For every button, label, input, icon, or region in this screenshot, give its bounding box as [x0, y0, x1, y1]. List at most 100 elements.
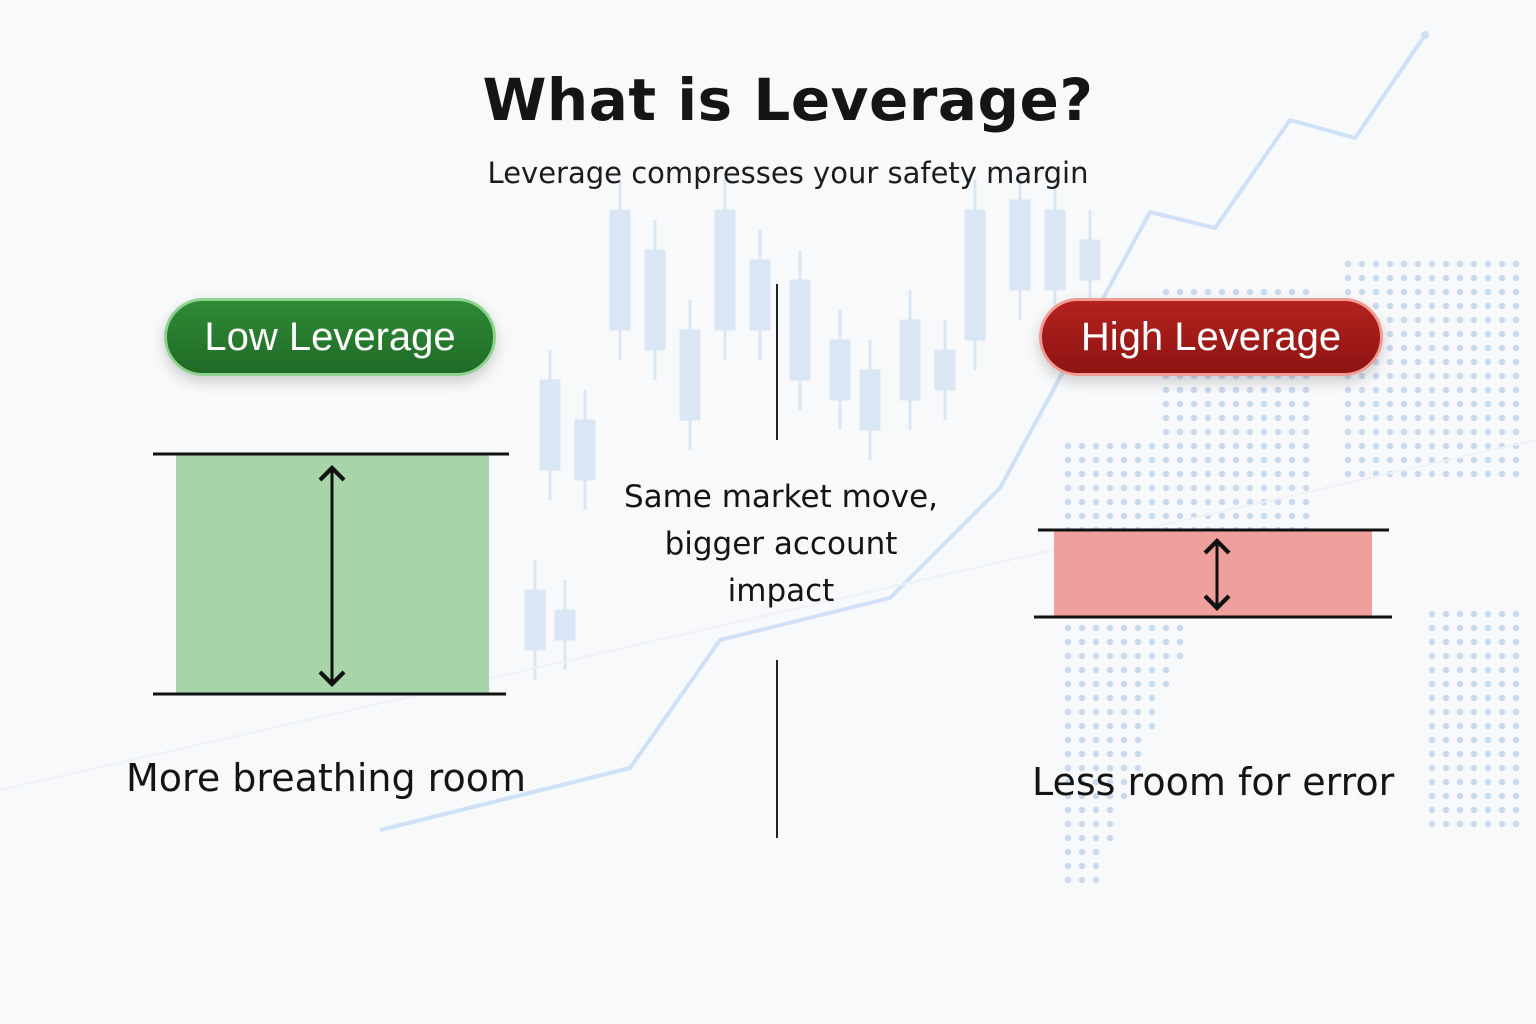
- map-dot: [1442, 666, 1450, 674]
- map-dot: [1120, 652, 1128, 660]
- map-dot: [1260, 512, 1268, 520]
- map-dot: [1134, 736, 1142, 744]
- map-dot: [1106, 624, 1114, 632]
- map-dot: [1302, 442, 1310, 450]
- map-dot: [1442, 302, 1450, 310]
- map-dot: [1442, 316, 1450, 324]
- map-dot: [1428, 624, 1436, 632]
- map-dot: [1078, 680, 1086, 688]
- map-dot: [1078, 764, 1086, 772]
- map-dot: [1162, 386, 1170, 394]
- map-dot: [1190, 498, 1198, 506]
- map-dot: [1470, 722, 1478, 730]
- map-dot: [1092, 624, 1100, 632]
- map-dot: [1106, 708, 1114, 716]
- candle-body: [1079, 239, 1101, 281]
- map-dot: [1456, 624, 1464, 632]
- map-dot: [1120, 624, 1128, 632]
- map-dot: [1260, 442, 1268, 450]
- map-dot: [1442, 722, 1450, 730]
- map-dot: [1162, 470, 1170, 478]
- map-dot: [1470, 386, 1478, 394]
- map-dot: [1064, 652, 1072, 660]
- map-dot: [1064, 442, 1072, 450]
- page-subtitle: Leverage compresses your safety margin: [487, 156, 1089, 190]
- map-dot: [1386, 400, 1394, 408]
- map-dot: [1400, 274, 1408, 282]
- center-note-line: impact: [727, 573, 835, 609]
- map-dot: [1120, 708, 1128, 716]
- candle-body: [964, 209, 986, 341]
- map-dot: [1120, 456, 1128, 464]
- map-dot: [1134, 750, 1142, 758]
- map-dot: [1442, 400, 1450, 408]
- map-dot: [1456, 722, 1464, 730]
- divider-bottom: [776, 660, 778, 838]
- map-dot: [1260, 414, 1268, 422]
- map-dot: [1400, 288, 1408, 296]
- map-dot: [1162, 512, 1170, 520]
- map-dot: [1428, 722, 1436, 730]
- map-dot: [1498, 260, 1506, 268]
- map-dot: [1246, 456, 1254, 464]
- map-dot: [1498, 274, 1506, 282]
- map-dot: [1148, 638, 1156, 646]
- map-dot: [1302, 470, 1310, 478]
- map-dot: [1344, 274, 1352, 282]
- map-dot: [1134, 680, 1142, 688]
- map-dot: [1106, 820, 1114, 828]
- map-dot: [1274, 442, 1282, 450]
- high-leverage-caption: Less room for error: [1032, 760, 1395, 804]
- map-dot: [1344, 470, 1352, 478]
- map-dot: [1218, 386, 1226, 394]
- map-dot: [1218, 456, 1226, 464]
- map-dot: [1190, 428, 1198, 436]
- map-dot: [1386, 260, 1394, 268]
- map-dot: [1218, 414, 1226, 422]
- map-dot: [1386, 344, 1394, 352]
- map-dot: [1064, 694, 1072, 702]
- map-dot: [1064, 484, 1072, 492]
- map-dot: [1358, 400, 1366, 408]
- map-dot: [1456, 372, 1464, 380]
- map-dot: [1470, 820, 1478, 828]
- map-dot: [1064, 666, 1072, 674]
- map-dot: [1344, 442, 1352, 450]
- map-dot: [1106, 680, 1114, 688]
- candle-body: [554, 609, 576, 641]
- map-dot: [1512, 358, 1520, 366]
- map-dot: [1162, 652, 1170, 660]
- candle-body: [574, 419, 596, 481]
- map-dot: [1512, 778, 1520, 786]
- map-dot: [1218, 498, 1226, 506]
- map-dot: [1442, 274, 1450, 282]
- map-dot: [1260, 428, 1268, 436]
- map-dot: [1428, 316, 1436, 324]
- map-dot: [1064, 470, 1072, 478]
- map-dot: [1372, 386, 1380, 394]
- map-dot: [1512, 652, 1520, 660]
- high-leverage-label: High Leverage: [1080, 314, 1342, 359]
- map-dot: [1092, 498, 1100, 506]
- map-dot: [1442, 414, 1450, 422]
- map-dot: [1414, 442, 1422, 450]
- map-dot: [1078, 694, 1086, 702]
- map-dot: [1288, 414, 1296, 422]
- candle-body: [1009, 199, 1031, 291]
- map-dot: [1470, 260, 1478, 268]
- map-dot: [1428, 400, 1436, 408]
- map-dot: [1064, 876, 1072, 884]
- map-dot: [1078, 442, 1086, 450]
- map-dot: [1078, 652, 1086, 660]
- map-dot: [1232, 400, 1240, 408]
- map-dot: [1470, 764, 1478, 772]
- map-dot: [1498, 638, 1506, 646]
- map-dot: [1442, 428, 1450, 436]
- map-dot: [1064, 624, 1072, 632]
- map-dot: [1092, 512, 1100, 520]
- map-dot: [1498, 302, 1506, 310]
- map-dot: [1106, 470, 1114, 478]
- map-dot: [1344, 428, 1352, 436]
- map-dot: [1064, 792, 1072, 800]
- map-dot: [1344, 386, 1352, 394]
